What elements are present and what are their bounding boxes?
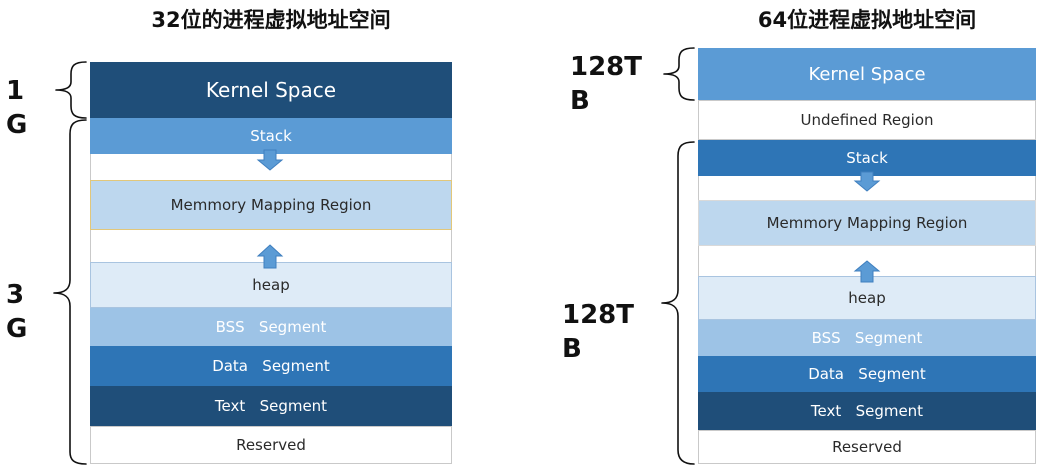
left-bss-segment-block: BSS Segment xyxy=(90,308,452,346)
right-kernel-bracket xyxy=(663,47,695,101)
left-text-segment-block: Text Segment xyxy=(90,386,452,426)
right-bss-segment-block: BSS Segment xyxy=(698,320,1036,356)
right-user-size-line1: 128T xyxy=(562,300,635,330)
right-kernel-size-label: 128T B xyxy=(570,50,642,118)
right-kernel-size-line2: B xyxy=(570,86,590,116)
right-text-segment-block: Text Segment xyxy=(698,392,1036,430)
left-user-size-line1: 3 xyxy=(6,280,25,310)
right-user-bracket xyxy=(661,141,695,465)
left-heap-grows-up-arrow-icon xyxy=(256,244,284,269)
left-stack-block: Stack xyxy=(90,118,452,154)
left-mmap-block: Memmory Mapping Region xyxy=(90,180,452,230)
right-diagram-title: 64位进程虚拟地址空间 xyxy=(757,8,977,32)
left-user-bracket xyxy=(53,119,87,465)
right-kernel-size-line1: 128T xyxy=(570,52,643,82)
right-user-size-line2: B xyxy=(562,334,582,364)
right-user-size-label: 128T B xyxy=(562,298,634,366)
left-kernel-space-block: Kernel Space xyxy=(90,62,452,118)
right-mmap-block: Memmory Mapping Region xyxy=(698,200,1036,246)
right-stack-grows-down-arrow-icon xyxy=(853,171,881,192)
left-user-size-line2: G xyxy=(6,314,28,344)
right-undefined-region-block: Undefined Region xyxy=(698,100,1036,140)
right-data-segment-block: Data Segment xyxy=(698,356,1036,392)
left-user-size-label: 3 G xyxy=(6,278,27,346)
left-kernel-size-line1: 1 xyxy=(6,76,25,106)
left-diagram-title: 32位的进程虚拟地址空间 xyxy=(151,8,391,32)
left-reserved-block: Reserved xyxy=(90,426,452,464)
right-stack-block: Stack xyxy=(698,140,1036,176)
left-kernel-bracket xyxy=(55,61,87,119)
left-kernel-size-line2: G xyxy=(6,110,28,140)
right-heap-grows-up-arrow-icon xyxy=(853,260,881,283)
right-kernel-space-block: Kernel Space xyxy=(698,48,1036,100)
left-data-segment-block: Data Segment xyxy=(90,346,452,386)
left-kernel-size-label: 1 G xyxy=(6,74,27,142)
right-heap-block: heap xyxy=(698,276,1036,320)
left-stack-grows-down-arrow-icon xyxy=(256,149,284,171)
left-heap-block: heap xyxy=(90,262,452,308)
right-reserved-block: Reserved xyxy=(698,430,1036,464)
